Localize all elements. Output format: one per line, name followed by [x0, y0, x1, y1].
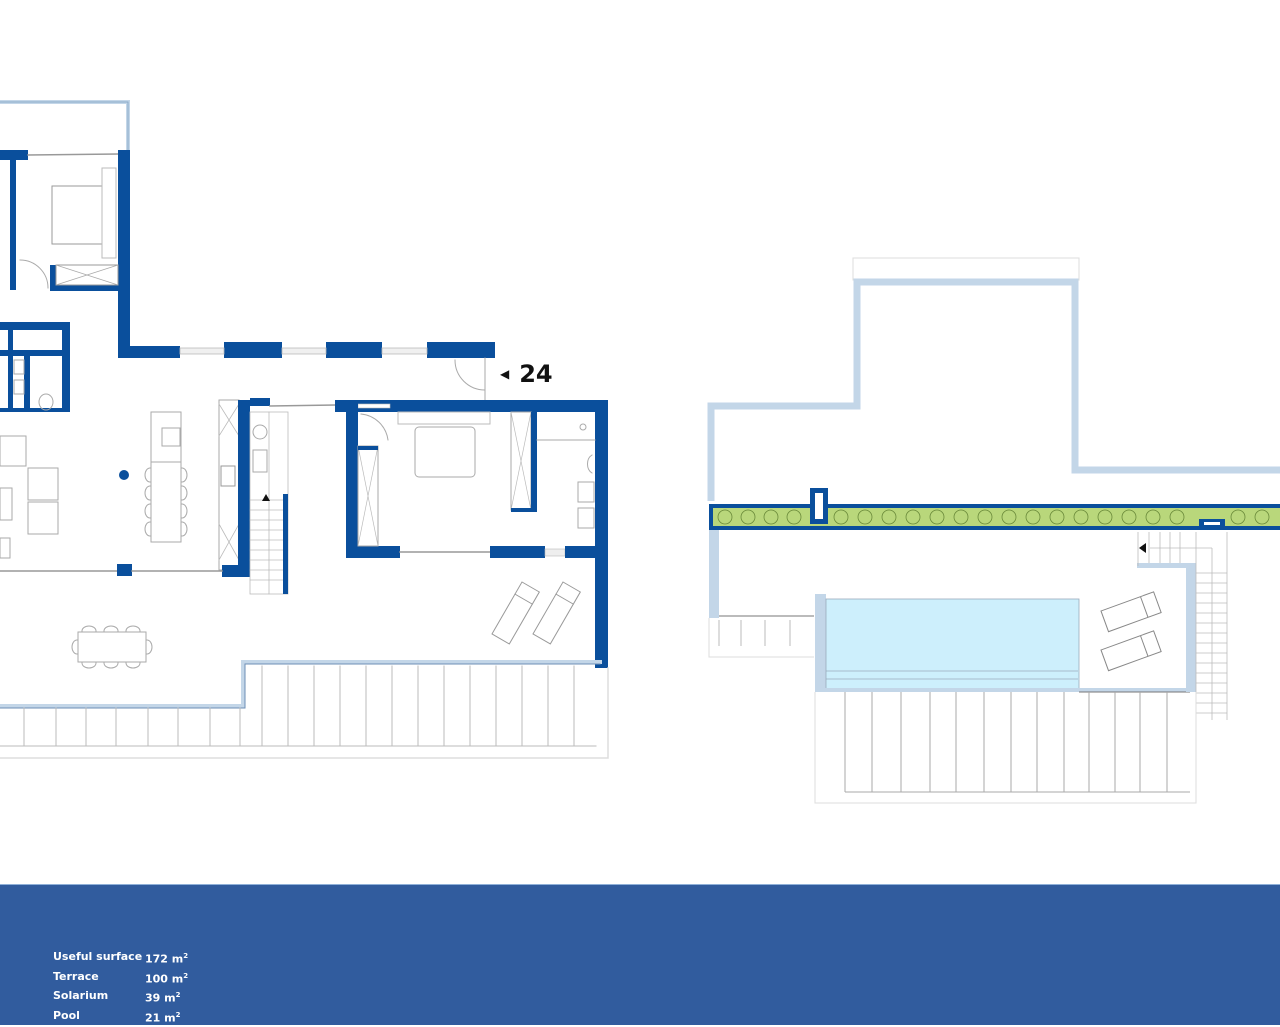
surface-value: 100 m2 [145, 971, 189, 986]
surface-row-solarium: Solarium 39 m2 [53, 987, 188, 1007]
surface-value: 172 m2 [145, 952, 189, 966]
section-marker: ◀ 24 [500, 360, 553, 388]
surface-row-useful: Useful surface 172 m2 [53, 948, 188, 968]
surface-label: Useful surface [53, 950, 143, 963]
surface-value: 39 m2 [145, 991, 181, 1005]
section-arrow-icon: ◀ [500, 367, 510, 381]
surface-label: Terrace [53, 969, 99, 983]
surface-label: Solarium [53, 989, 109, 1003]
surface-row-terrace: Terrace 100 m2 [53, 968, 188, 988]
surface-label: Pool [53, 1008, 80, 1022]
section-number: 24 [519, 360, 553, 388]
main-floor-plan [0, 100, 609, 759]
surface-row-pool: Pool 21 m2 [53, 1007, 188, 1027]
solarium-plan [707, 257, 1280, 804]
info-band [0, 884, 1280, 1025]
surface-areas-table: Useful surface 172 m2 Terrace 100 m2 Sol… [53, 948, 188, 1027]
surface-value: 21 m2 [145, 1010, 181, 1025]
floor-plans [0, 100, 1280, 804]
